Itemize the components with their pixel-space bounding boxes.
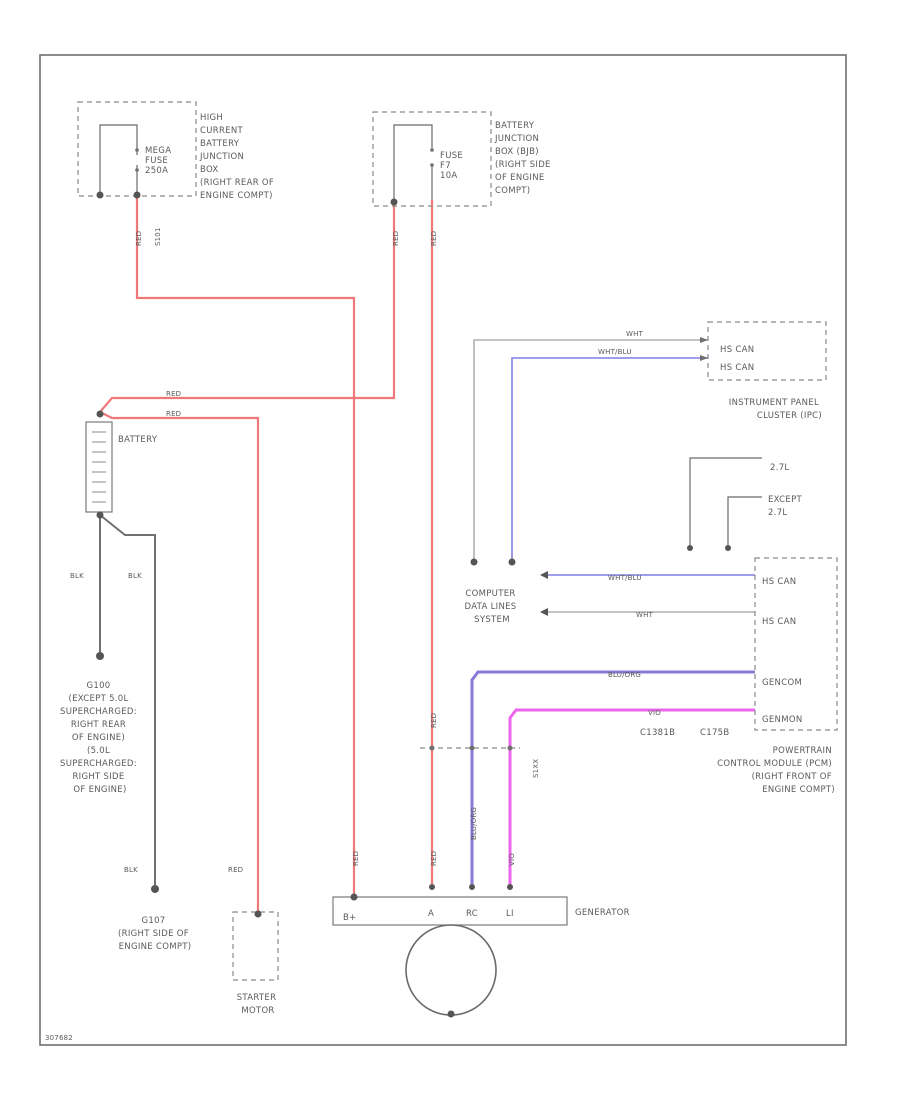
ipc-pin-label: HS CAN xyxy=(720,345,754,355)
cdls-label: COMPUTER DATA LINES SYSTEM xyxy=(465,589,520,625)
starter-motor-box xyxy=(232,911,279,981)
starter-terminal xyxy=(254,910,262,918)
wire-label: WHT xyxy=(636,611,654,619)
variant-dot xyxy=(725,545,731,551)
wire-label: BLK xyxy=(128,572,142,580)
generator-symbol xyxy=(405,924,497,1016)
splice-label: S101 xyxy=(154,227,162,246)
wire-label: WHT xyxy=(626,330,644,338)
cdls-terminal xyxy=(508,558,516,566)
ipc-label: INSTRUMENT PANEL CLUSTER (IPC) xyxy=(729,398,822,421)
pcm-connector-label: C1381B xyxy=(640,728,675,738)
mega-fuse-element xyxy=(99,124,138,195)
wire-label: RED xyxy=(166,390,181,398)
ipc-pin-arrow xyxy=(700,337,708,343)
fuse-f7-terminal xyxy=(430,148,434,152)
wire-label: RED xyxy=(228,866,243,874)
ground-g107 xyxy=(151,885,159,893)
fuse-f7-terminal xyxy=(430,163,434,167)
hcbjb-terminal-dot xyxy=(96,191,104,199)
generator-pin-dot xyxy=(469,884,475,890)
wire-label: BLK xyxy=(124,866,138,874)
generator-pin-label: B+ xyxy=(343,913,357,923)
pcm-pin-label: HS CAN xyxy=(762,617,796,627)
wire-label: WHT/BLU xyxy=(598,348,632,356)
variant-lead-except-2-7l xyxy=(727,496,762,548)
wire-blu-org-gencom xyxy=(470,670,755,885)
wire-wht-blu-ipc-hs-can xyxy=(511,357,708,560)
wire-wht-ipc-hs-can xyxy=(473,339,708,560)
starter-label: STARTER MOTOR xyxy=(237,993,280,1016)
generator-pin-label: RC xyxy=(466,909,478,919)
wire-label: RED xyxy=(166,410,181,418)
generator-pin-dot xyxy=(507,884,513,890)
pcm-connector-label: C175B xyxy=(700,728,730,738)
generator-pin-label: A xyxy=(428,909,434,919)
wire-label: BLK xyxy=(70,572,84,580)
fuse-f7-element xyxy=(393,124,433,200)
generator-pin-label: LI xyxy=(506,909,514,919)
wire-red-mega-fuse-to-generator xyxy=(135,195,356,895)
wire-vio-genmon xyxy=(508,708,755,885)
cdls-arrow xyxy=(540,608,548,616)
cdls-arrow xyxy=(540,571,548,579)
bjb-terminal-dot xyxy=(390,198,398,206)
wire-label: VIO xyxy=(508,853,516,866)
generator-pin-dot xyxy=(350,893,358,901)
pcm-pin-label: GENMON xyxy=(762,715,803,725)
battery-cells xyxy=(92,431,106,503)
wire-blk-battery-to-g107 xyxy=(99,514,156,885)
mega-fuse-label: MEGA FUSE 250A xyxy=(145,146,174,176)
wire-label: RED xyxy=(352,851,360,866)
generator-connector xyxy=(332,896,568,926)
variant-lead-2-7l xyxy=(689,457,762,548)
splice-label: S1XX xyxy=(532,759,540,778)
hcbjb-label: HIGH CURRENT BATTERY JUNCTION BOX (RIGHT… xyxy=(199,113,277,201)
bjb-box xyxy=(372,111,492,207)
wire-red-fuse-f7-to-battery xyxy=(99,200,396,413)
wire-label: VIO xyxy=(648,709,661,717)
pcm-pin-label: HS CAN xyxy=(762,577,796,587)
ipc-box xyxy=(707,321,827,381)
battery-negative-terminal xyxy=(96,511,104,519)
splice-node xyxy=(429,745,435,751)
wire-label: RED xyxy=(135,231,143,246)
wire-label: BLU/ORG xyxy=(608,671,641,679)
variant-label: 2.7L xyxy=(770,463,789,473)
battery-positive-terminal xyxy=(96,410,104,418)
battery-symbol xyxy=(85,421,113,513)
wire-label: RED xyxy=(430,231,438,246)
generator-ground xyxy=(447,1010,455,1018)
variant-dot xyxy=(687,545,693,551)
splice-node xyxy=(469,745,475,751)
generator-pin-dot xyxy=(429,884,435,890)
mega-fuse-terminal xyxy=(135,148,139,152)
variant-label: EXCEPT 2.7L xyxy=(768,495,805,518)
wire-label: BLU/ORG xyxy=(470,807,478,840)
generator-label: GENERATOR xyxy=(575,908,630,918)
ipc-pin-arrow xyxy=(700,355,708,361)
cdls-terminal xyxy=(470,558,478,566)
wire-label: RED xyxy=(430,851,438,866)
splice-node xyxy=(507,745,513,751)
wire-label: RED xyxy=(430,713,438,728)
hcbjb-terminal-dot xyxy=(133,191,141,199)
g107-label: G107 (RIGHT SIDE OF ENGINE COMPT) xyxy=(118,916,192,952)
ground-g100 xyxy=(96,652,104,660)
mega-fuse-terminal xyxy=(135,168,139,172)
pcm-box xyxy=(754,557,838,731)
ipc-pin-label: HS CAN xyxy=(720,363,754,373)
wire-label: RED xyxy=(392,231,400,246)
fuse-f7-label: FUSE F7 10A xyxy=(440,151,466,181)
g100-label: G100 (EXCEPT 5.0L SUPERCHARGED: RIGHT RE… xyxy=(60,681,140,795)
diagram-frame xyxy=(39,54,847,1046)
wire-label: WHT/BLU xyxy=(608,574,642,582)
pcm-label: POWERTRAIN CONTROL MODULE (PCM) (RIGHT F… xyxy=(717,746,835,795)
bjb-label: BATTERY JUNCTION BOX (BJB) (RIGHT SIDE O… xyxy=(494,121,554,196)
battery-label: BATTERY xyxy=(118,435,158,445)
figure-id: 307682 xyxy=(45,1034,73,1042)
pcm-pin-label: GENCOM xyxy=(762,678,802,688)
wire-red-battery-to-starter xyxy=(99,411,260,912)
